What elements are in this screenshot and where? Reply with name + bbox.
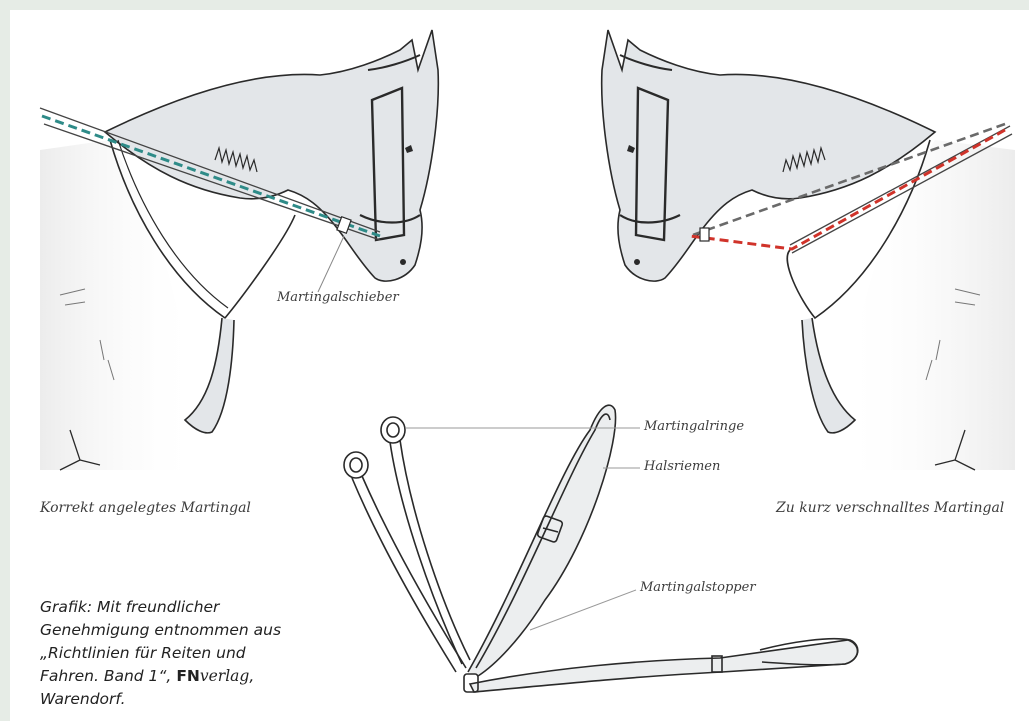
- left-strap-down: [185, 318, 234, 433]
- credit-verlag: verlag: [200, 667, 249, 685]
- right-strap-down: [802, 318, 855, 433]
- right-martingale-slider: [700, 228, 709, 241]
- ring-strap-2: [352, 476, 466, 672]
- martingale-base: [470, 640, 857, 692]
- slider-leader-line: [318, 236, 344, 292]
- martingale-ring-2-inner: [350, 458, 362, 472]
- neck-strap-label: Halsriemen: [644, 459, 720, 474]
- martingale-detail: [344, 405, 858, 692]
- left-horse: [40, 30, 438, 470]
- credit-fn: FN: [176, 667, 200, 685]
- martingale-ring-1: [381, 417, 405, 443]
- right-chest-shade: [840, 140, 1015, 470]
- image-credit: Grafik: Mit freundlicher Genehmigung ent…: [40, 596, 290, 711]
- left-nostril: [400, 259, 406, 265]
- left-caption: Korrekt angelegtes Martingal: [40, 500, 251, 516]
- martingale-ring-2: [344, 452, 368, 478]
- right-caption: Zu kurz verschnalltes Martingal: [776, 500, 1004, 516]
- rings-label: Martingalringe: [644, 419, 744, 434]
- right-horse: [602, 30, 1015, 470]
- stopper-label: Martingalstopper: [640, 580, 756, 595]
- slider-label: Martingalschieber: [277, 290, 399, 305]
- left-chest-shade: [40, 140, 200, 470]
- martingale-ring-1-inner: [387, 423, 399, 437]
- neck-strap-loop: [468, 405, 616, 676]
- right-nostril: [634, 259, 640, 265]
